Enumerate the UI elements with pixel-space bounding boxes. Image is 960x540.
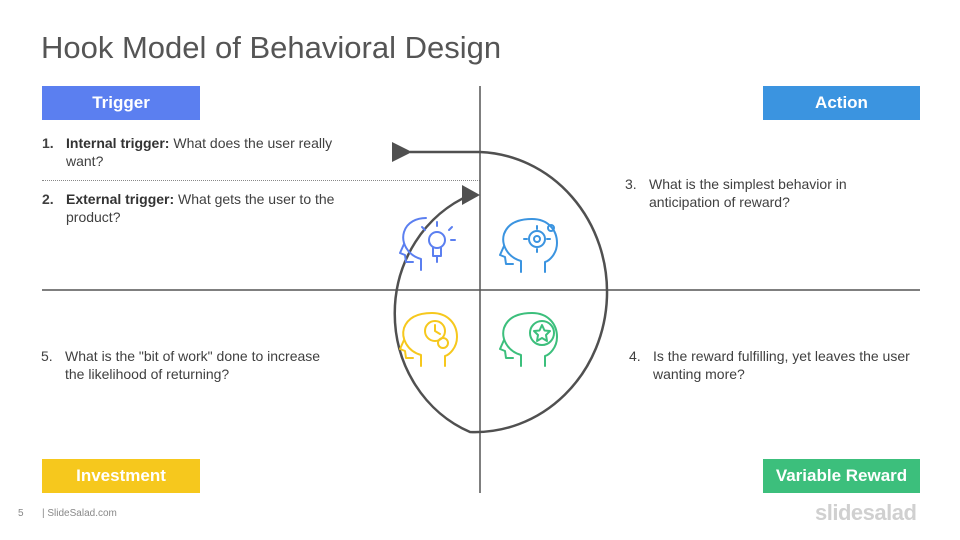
item-text: What gets the user to the product?: [66, 191, 335, 225]
action-item: 3. What is the simplest behavior in anti…: [625, 175, 905, 211]
page-number: 5: [18, 508, 24, 519]
head-gear-icon: [499, 218, 558, 273]
slide-title: Hook Model of Behavioral Design: [41, 30, 502, 65]
item-heading: External trigger:: [66, 191, 175, 207]
dotted-divider: [42, 180, 480, 181]
item-text: Is the reward fulfilling, yet leaves the…: [653, 348, 910, 382]
item-text: What does the user really want?: [66, 135, 333, 169]
head-lightbulb-icon: [399, 217, 456, 271]
item-text: What is the "bit of work" done to increa…: [65, 348, 321, 382]
item-number: 2.: [42, 191, 54, 207]
footer-site: | SlideSalad.com: [42, 508, 117, 519]
item-number: 4.: [629, 348, 641, 364]
investment-label: Investment: [42, 459, 200, 493]
item-number: 3.: [625, 176, 637, 192]
item-number: 1.: [42, 135, 54, 151]
item-text: What is the simplest behavior in anticip…: [649, 176, 847, 210]
item-number: 5.: [41, 348, 53, 364]
trigger-label: Trigger: [42, 86, 200, 120]
head-star-badge-icon: [499, 312, 558, 367]
item-heading: Internal trigger:: [66, 135, 170, 151]
reward-item: 4. Is the reward fulfilling, yet leaves …: [629, 347, 919, 383]
investment-item: 5. What is the "bit of work" done to inc…: [41, 347, 341, 383]
variable-reward-label: Variable Reward: [763, 459, 920, 493]
brand-logo: slidesalad: [815, 500, 917, 525]
inner-arrowhead-icon: [462, 185, 480, 205]
external-trigger-item: 2. External trigger: What gets the user …: [42, 190, 342, 226]
outer-arrowhead-icon: [392, 142, 412, 162]
action-label: Action: [763, 86, 920, 120]
internal-trigger-item: 1. Internal trigger: What does the user …: [42, 134, 342, 170]
cycle-loop: [393, 150, 609, 434]
head-clock-coin-icon: [399, 312, 458, 367]
